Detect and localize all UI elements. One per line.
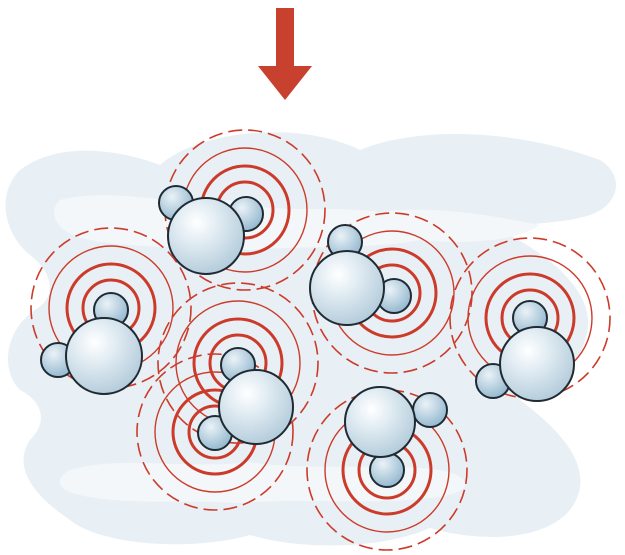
molecule (30, 227, 192, 395)
down-arrow-icon (258, 8, 312, 100)
molecule (306, 386, 468, 551)
oxygen-atom (218, 369, 294, 445)
oxygen-atom (65, 317, 143, 395)
oxygen-atom (344, 386, 416, 458)
oxygen-atom (499, 326, 575, 402)
oxygen-atom (167, 197, 245, 275)
molecule (158, 129, 326, 291)
hydrogen-atom (412, 392, 448, 428)
hydrogen-atom (369, 452, 405, 488)
oxygen-atom (309, 250, 385, 326)
molecule (309, 212, 473, 374)
molecule (136, 347, 294, 511)
molecule (449, 237, 611, 402)
